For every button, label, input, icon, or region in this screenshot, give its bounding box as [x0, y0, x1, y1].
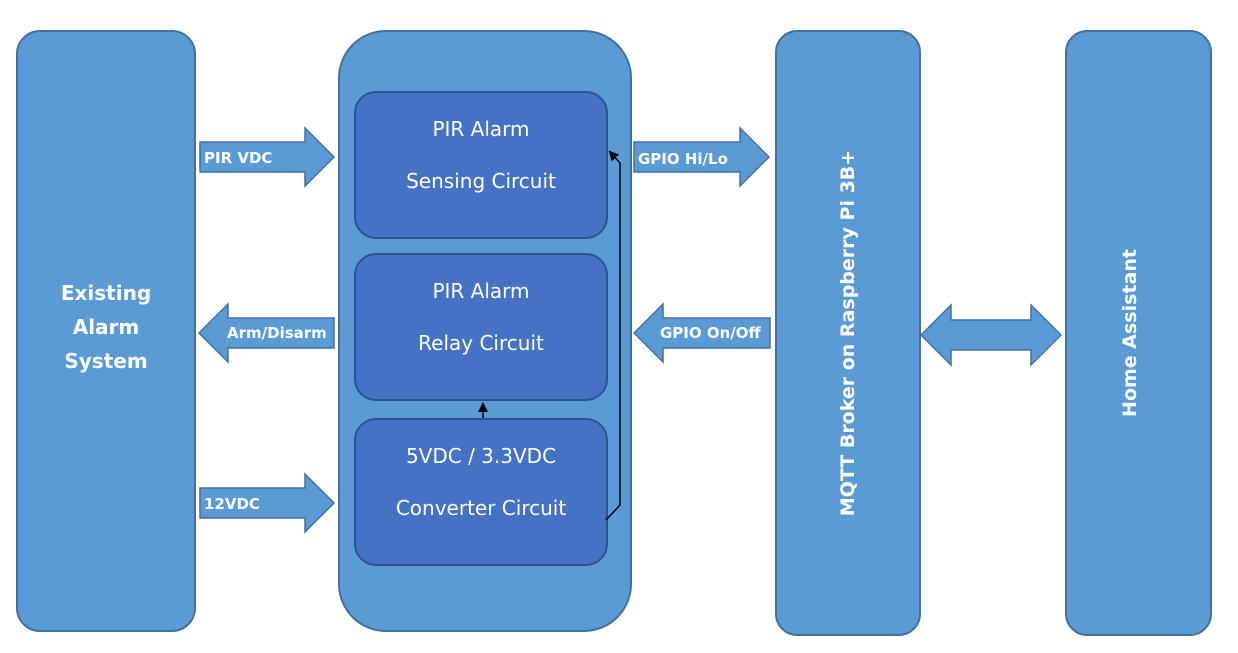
converter-circuit-title: 5VDC / 3.3VDC [405, 444, 557, 468]
converter-circuit-subtitle: Converter Circuit [395, 496, 567, 520]
arm-disarm-arrow [197, 302, 335, 364]
gpio-onoff-arrow [632, 302, 771, 364]
mqtt-broker-block [775, 30, 921, 636]
converter-circuit: 5VDC / 3.3VDC Converter Circuit [354, 418, 608, 566]
mqtt-home-assistant-double-arrow [919, 303, 1063, 367]
pir-vdc-arrow [199, 126, 336, 188]
12vdc-arrow [199, 472, 336, 534]
12vdc-label: 12VDC [204, 495, 260, 513]
arm-disarm-label: Arm/Disarm [227, 324, 327, 342]
pir-vdc-label: PIR VDC [204, 149, 273, 167]
converter-to-sensing-connector [605, 150, 621, 521]
pir-relay-circuit-subtitle: Relay Circuit [418, 331, 544, 355]
pir-relay-circuit: PIR Alarm Relay Circuit [354, 253, 608, 401]
existing-alarm-system-block: Existing Alarm System [16, 30, 196, 632]
gpio-hilo-arrow [633, 126, 771, 188]
gpio-onoff-label: GPIO On/Off [660, 324, 761, 342]
home-assistant-block [1065, 30, 1212, 636]
pir-sensing-circuit-title: PIR Alarm [432, 117, 530, 141]
gpio-hilo-label: GPIO Hi/Lo [638, 150, 728, 168]
pir-sensing-circuit: PIR Alarm Sensing Circuit [354, 91, 608, 239]
pir-sensing-circuit-subtitle: Sensing Circuit [406, 169, 556, 193]
pir-relay-circuit-title: PIR Alarm [432, 279, 530, 303]
existing-alarm-system-label: Existing Alarm System [60, 281, 152, 373]
